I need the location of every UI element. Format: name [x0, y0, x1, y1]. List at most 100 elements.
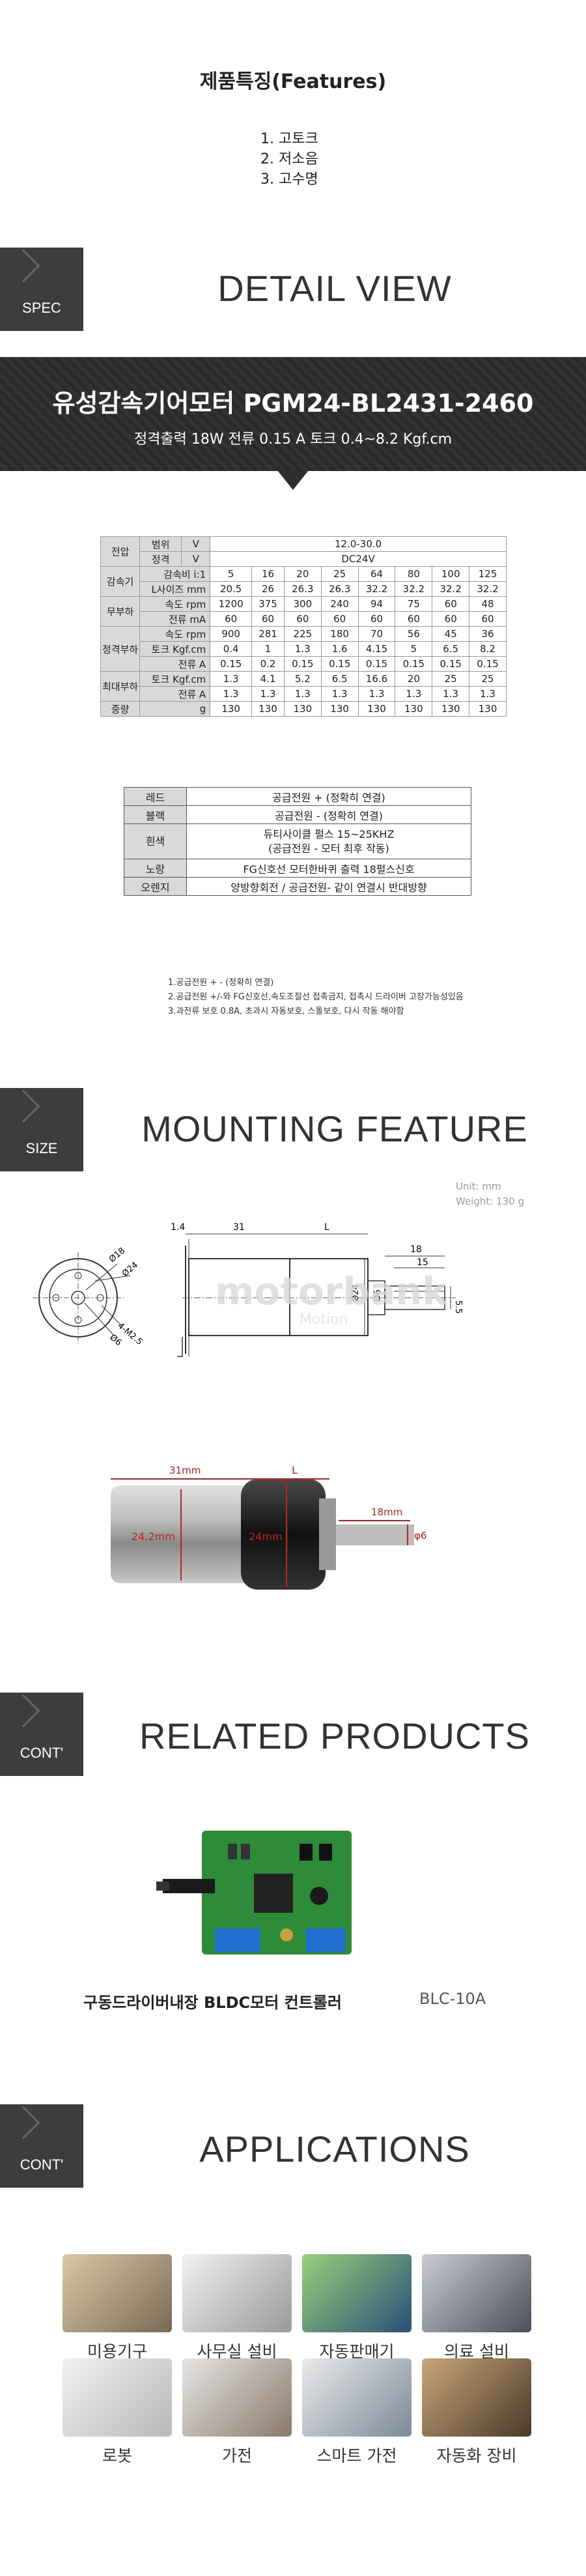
spec-cell: 1.6	[320, 641, 359, 657]
spec-cell: 1	[251, 641, 285, 657]
spec-cell: 1200	[210, 596, 253, 612]
watermark: motorbank	[215, 1269, 448, 1313]
application-tile: 자동화 장비	[422, 2358, 531, 2467]
spec-cell: 60	[320, 611, 359, 627]
dim-label: Ø18	[107, 1246, 127, 1265]
spec-cell: 5.2	[283, 671, 322, 687]
spec-cell: 1.3	[283, 641, 322, 657]
application-tile: 미용기구	[63, 2254, 172, 2362]
spec-cell: 1.3	[210, 671, 253, 687]
spec-cell: 6.5	[320, 671, 359, 687]
dim-label: 18	[410, 1244, 422, 1255]
spec-cell: 25	[469, 671, 507, 687]
dim-label: Ø24	[120, 1260, 140, 1279]
dim-label: L	[324, 1222, 329, 1233]
application-image	[302, 2358, 412, 2437]
dim-label: 15	[417, 1257, 428, 1268]
spec-cell: 75	[395, 596, 433, 612]
spec-cell: 8.2	[469, 641, 507, 657]
section-tag-size: SIZE	[0, 1088, 83, 1171]
spec-cell: 64	[357, 566, 396, 582]
spec-cell: 80	[395, 566, 433, 582]
spec-cell: 1.3	[320, 686, 359, 702]
spec-cell: 1.3	[357, 686, 396, 702]
spec-cell: 4.15	[357, 641, 396, 657]
spec-cell: 60	[469, 611, 507, 627]
spec-cell: 0.15	[469, 656, 507, 672]
application-tile: 사무실 설비	[182, 2254, 292, 2362]
spec-cell: 26	[251, 581, 285, 597]
spec-cell: 130	[283, 701, 322, 717]
spec-cell: 100	[432, 566, 470, 582]
chevron-icon	[7, 1089, 40, 1123]
technical-drawing: Ø18 Ø24 4-M2.5 Ø6 1.4 31 L 18 15 5.5 Ø24…	[33, 1222, 463, 1357]
photo-dim: L	[292, 1464, 298, 1476]
spec-cell: 375	[251, 596, 285, 612]
chevron-icon	[7, 249, 40, 283]
photo-dim: 31mm	[169, 1465, 201, 1476]
photo-dim: 24.2mm	[132, 1530, 175, 1543]
spec-cell: 60	[432, 596, 470, 612]
spec-cell: 300	[283, 596, 322, 612]
section-title-spec: DETAIL VIEW	[217, 268, 452, 309]
spec-cell: 130	[251, 701, 285, 717]
spec-cell: 900	[210, 626, 253, 642]
product-title: 유성감속기어모터 PGM24-BL2431-2460	[52, 389, 534, 418]
application-tile: 의료 설비	[422, 2254, 531, 2362]
spec-cell: 32.2	[432, 581, 470, 597]
spec-cell: 48	[469, 596, 507, 612]
front-view	[33, 1252, 131, 1343]
chevron-icon	[7, 2106, 40, 2140]
spec-cell: 5	[395, 641, 433, 657]
spec-cell: 0.15	[320, 656, 359, 672]
chevron-icon	[7, 1694, 40, 1728]
section-tag-related: CONT'	[0, 1693, 83, 1776]
controller-board	[156, 1831, 352, 1954]
notes: 1.공급전원 + - (정확히 연결) 2.공급전원 +/-와 FG신호선,속도…	[168, 978, 464, 1016]
photo-dim: φ6	[414, 1530, 426, 1541]
application-tile: 스마트 가전	[302, 2358, 412, 2467]
application-image	[422, 2358, 531, 2437]
spec-cell: 130	[320, 701, 359, 717]
spec-cell: 94	[357, 596, 396, 612]
spec-cell: 281	[251, 626, 285, 642]
spec-cell: 0.15	[210, 656, 253, 672]
spec-cell: 70	[357, 626, 396, 642]
spec-cell: 130	[210, 701, 253, 717]
spec-cell: 125	[469, 566, 507, 582]
section-title-size: MOUNTING FEATURE	[141, 1108, 528, 1149]
spec-cell: 0.15	[395, 656, 433, 672]
spec-cell: 1.3	[432, 686, 470, 702]
dim-label: 5.5	[453, 1300, 463, 1314]
spec-cell: 1.3	[283, 686, 322, 702]
spec-cell: 60	[357, 611, 396, 627]
application-image	[182, 2254, 292, 2332]
application-tile: 자동판매기	[302, 2254, 412, 2362]
related-product-name[interactable]: 구동드라이버내장 BLDC모터 컨트롤러	[83, 1994, 342, 2012]
spec-cell: 1.3	[469, 686, 507, 702]
spec-cell: 130	[432, 701, 470, 717]
watermark: Motion	[300, 1311, 348, 1328]
application-image	[302, 2254, 412, 2332]
spec-cell: 0.15	[283, 656, 322, 672]
spec-cell: 16.6	[357, 671, 396, 687]
spec-cell: 130	[469, 701, 507, 717]
feature-item: 3. 고수명	[260, 171, 318, 188]
spec-cell: 60	[395, 611, 433, 627]
application-image	[63, 2254, 172, 2332]
spec-cell: 60	[432, 611, 470, 627]
spec-cell: 0.2	[251, 656, 285, 672]
spec-table: 전압 범위 V 12.0-30.0 정격 V DC24V 감속기 감속비 i:1…	[100, 536, 507, 717]
spec-cell: 26.3	[320, 581, 359, 597]
photo-dim: 18mm	[371, 1506, 402, 1518]
spec-cell: 25	[320, 566, 359, 582]
dim-label: 1.4	[171, 1222, 185, 1233]
spec-cell: 36	[469, 626, 507, 642]
spec-cell: 32.2	[469, 581, 507, 597]
spec-cell: 45	[432, 626, 470, 642]
spec-cell: 26.3	[283, 581, 322, 597]
spec-cell: 32.2	[357, 581, 396, 597]
spec-cell: 5	[210, 566, 253, 582]
application-image	[182, 2358, 292, 2437]
